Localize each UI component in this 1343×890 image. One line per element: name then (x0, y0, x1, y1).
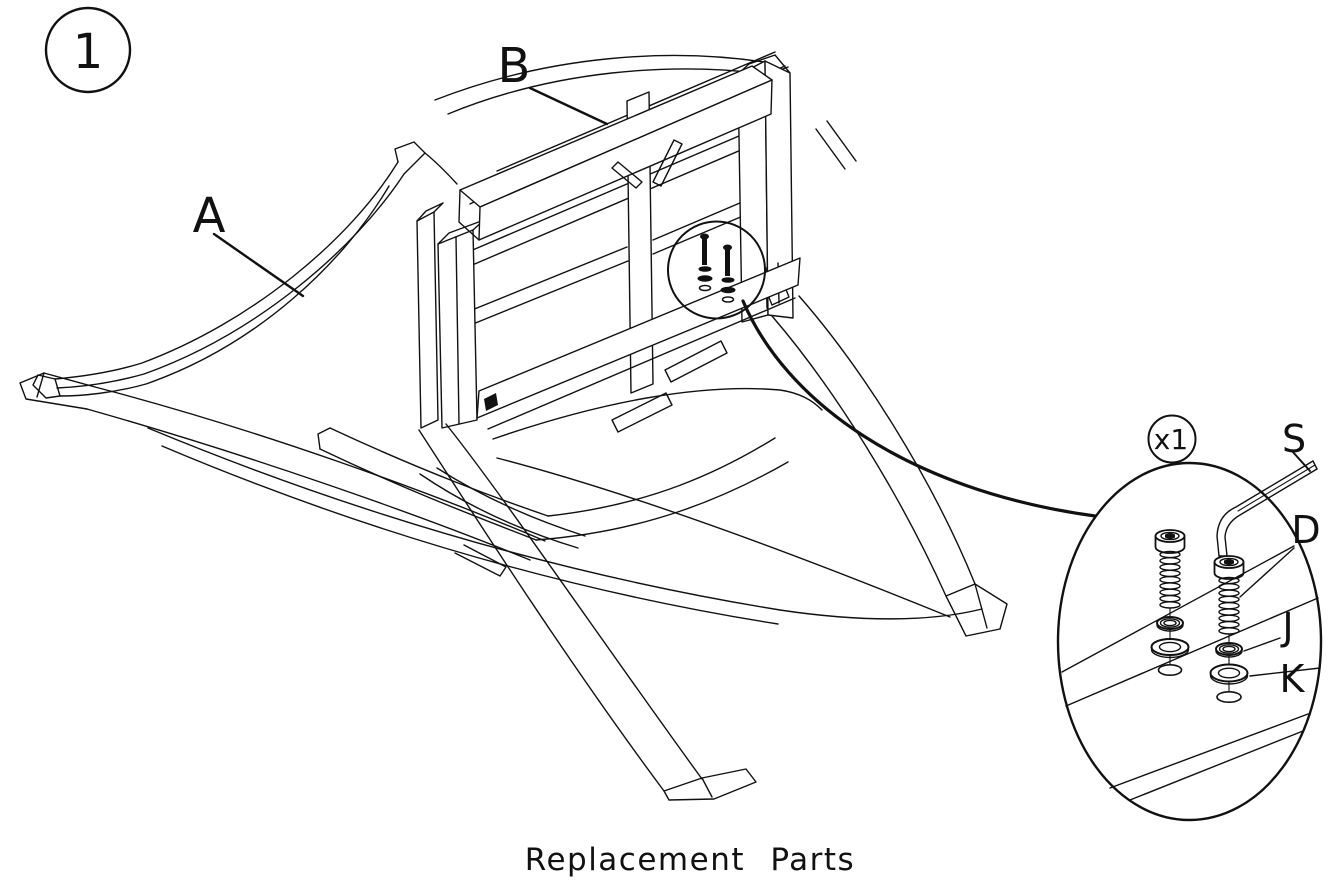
chair-backrest-toprail (19, 372, 546, 577)
callout-bolt-left (697, 233, 713, 292)
part-labels: A B (193, 38, 609, 298)
bolt-illustration-left (1150, 529, 1190, 676)
bolt-threads-right (1218, 576, 1240, 635)
callout-leader-line (741, 299, 1097, 518)
bolt-illustration-right (1209, 555, 1249, 703)
part-label-a: A (193, 188, 226, 244)
detail-rail-lines (1061, 545, 1319, 801)
part-label-b: B (498, 38, 531, 94)
callout-bolt-right (720, 244, 736, 303)
chair-seat-frame (416, 51, 857, 440)
step-number-label: 1 (73, 24, 104, 80)
washer-large-left (1150, 638, 1190, 659)
detail-label-leaders (1239, 450, 1321, 677)
quantity-badge-label: x1 (1154, 423, 1188, 456)
label-a-leader (212, 232, 305, 298)
fastener-callout (667, 220, 766, 320)
hardware-label-j: J (1280, 605, 1293, 649)
hardware-label-k: K (1280, 657, 1306, 701)
label-b-leader (528, 86, 609, 126)
page-caption: Replacement Parts (525, 842, 855, 878)
detail-ellipse (1056, 461, 1323, 822)
chair-foot-left (663, 768, 757, 801)
hardware-label-s: S (1282, 417, 1306, 461)
chair-drawing (19, 51, 1008, 801)
chair-stretchers (147, 427, 983, 625)
step-number-badge: 1 (44, 6, 132, 94)
ring-left (1157, 663, 1183, 676)
chair-backrest (32, 141, 458, 399)
washer-large-right (1209, 663, 1249, 685)
chair-foot-right (945, 583, 1008, 637)
chair-backrest-stile2 (317, 427, 549, 541)
chair-legs (418, 295, 1008, 801)
callout-circle (667, 220, 766, 320)
washer-small-left (1156, 616, 1184, 632)
bolt-threads-left (1159, 550, 1181, 609)
hardware-label-d: D (1291, 508, 1320, 552)
ring-right (1216, 690, 1242, 703)
detail-view: x1 S D J K (1056, 414, 1323, 822)
detail-quantity-badge: x1 (1147, 414, 1197, 464)
washer-small-right (1215, 642, 1243, 658)
